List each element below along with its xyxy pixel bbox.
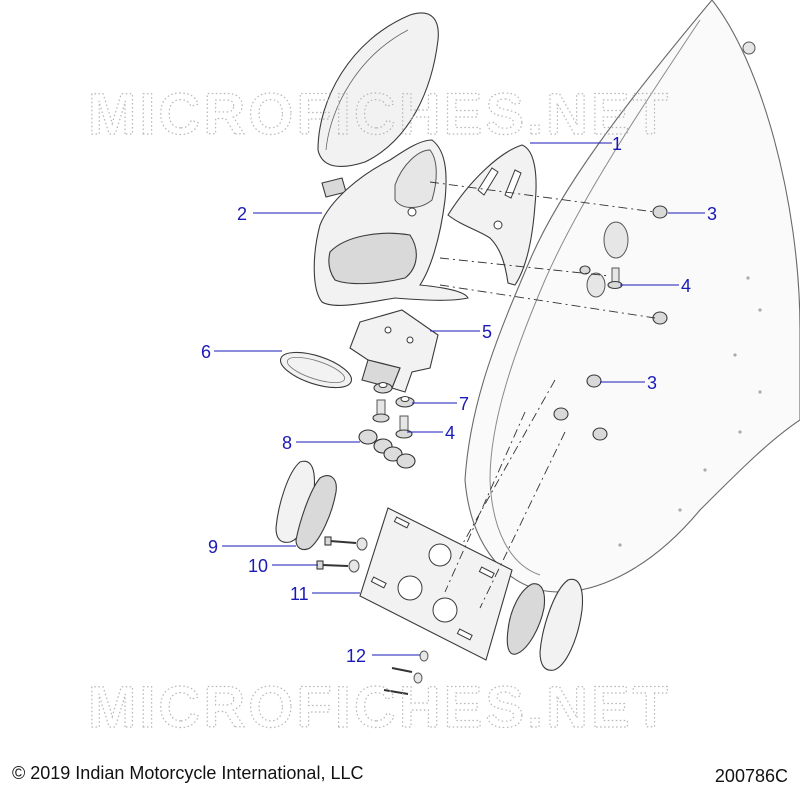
side-reflector-left-bracket	[295, 475, 337, 551]
nut-3-lower	[586, 374, 602, 388]
tail-lamp-lens-rim	[325, 29, 409, 151]
bolt-left	[372, 399, 390, 423]
reflector-lens-inner	[286, 356, 346, 384]
callout-7: 7	[459, 394, 469, 414]
flange-nut-7	[395, 396, 415, 408]
callout-3-lower: 3	[647, 373, 657, 393]
flange-nut-lower	[373, 382, 393, 394]
plate-mount-bracket	[349, 309, 439, 393]
watermark-top: MICROFICHES.NET	[88, 82, 671, 147]
callout-8: 8	[282, 433, 292, 453]
side-reflector-right	[539, 578, 584, 671]
callout-12: 12	[346, 646, 366, 666]
nut-lower-3	[592, 427, 608, 441]
screw-10	[316, 559, 360, 573]
side-reflector-right-bracket	[506, 583, 546, 655]
nut-upper-mid	[652, 311, 668, 325]
bolt-4-lower	[395, 415, 413, 439]
plate-bracket-slot-2	[478, 566, 495, 579]
callout-4-upper: 4	[681, 276, 691, 296]
plate-bracket-cutout-3	[432, 597, 458, 623]
assembly-centerlines	[429, 181, 656, 609]
spacer	[579, 265, 591, 275]
callout-3-upper: 3	[707, 204, 717, 224]
plate-bracket-cutout-1	[428, 543, 452, 567]
housing-screw-hole	[407, 207, 417, 217]
fender-oval-cap	[603, 221, 629, 259]
nut-lower-2	[553, 407, 569, 421]
callout-5: 5	[482, 322, 492, 342]
callout-9: 9	[208, 537, 218, 557]
watermark-bottom: MICROFICHES.NET	[88, 675, 671, 740]
fender-mount-hole	[742, 41, 756, 55]
plate-bracket-slot-1	[393, 516, 410, 529]
lamp-mount-bracket	[447, 144, 537, 286]
bracket-slot-left	[477, 167, 499, 196]
screw-12-lower	[383, 672, 423, 695]
bracket-hole	[493, 220, 503, 230]
plate-mount-hole-2	[406, 336, 414, 344]
screw-upper	[324, 536, 368, 551]
leader-lines	[214, 142, 705, 656]
grommets	[358, 429, 416, 469]
callout-6: 6	[201, 342, 211, 362]
tail-lamp-lens	[317, 12, 439, 168]
housing-inner-pocket	[328, 232, 417, 285]
bolt-4-upper	[607, 267, 623, 290]
fender-inner-edge	[489, 19, 701, 576]
copyright-notice: © 2019 Indian Motorcycle International, …	[12, 763, 364, 783]
callout-1: 1	[612, 134, 622, 154]
fender-rivets	[618, 276, 762, 547]
reflector-lens	[279, 351, 353, 389]
callout-4-lower: 4	[445, 423, 455, 443]
plate-bracket-cutout-2	[397, 575, 423, 601]
nut-3-upper	[652, 205, 668, 219]
screw-12-upper	[391, 650, 429, 673]
plate-mount-hole-1	[384, 326, 392, 334]
bracket-slot-right	[504, 169, 522, 199]
plate-bracket-slot-3	[370, 576, 387, 589]
fender-washer	[586, 272, 606, 298]
diagram-code: 200786C	[714, 766, 788, 786]
housing-top-flange	[394, 149, 437, 208]
callout-11: 11	[290, 584, 309, 604]
callout-10: 10	[248, 556, 268, 576]
callout-2: 2	[237, 204, 247, 224]
plate-bracket-slot-4	[456, 628, 473, 641]
license-plate-bracket	[359, 507, 513, 661]
